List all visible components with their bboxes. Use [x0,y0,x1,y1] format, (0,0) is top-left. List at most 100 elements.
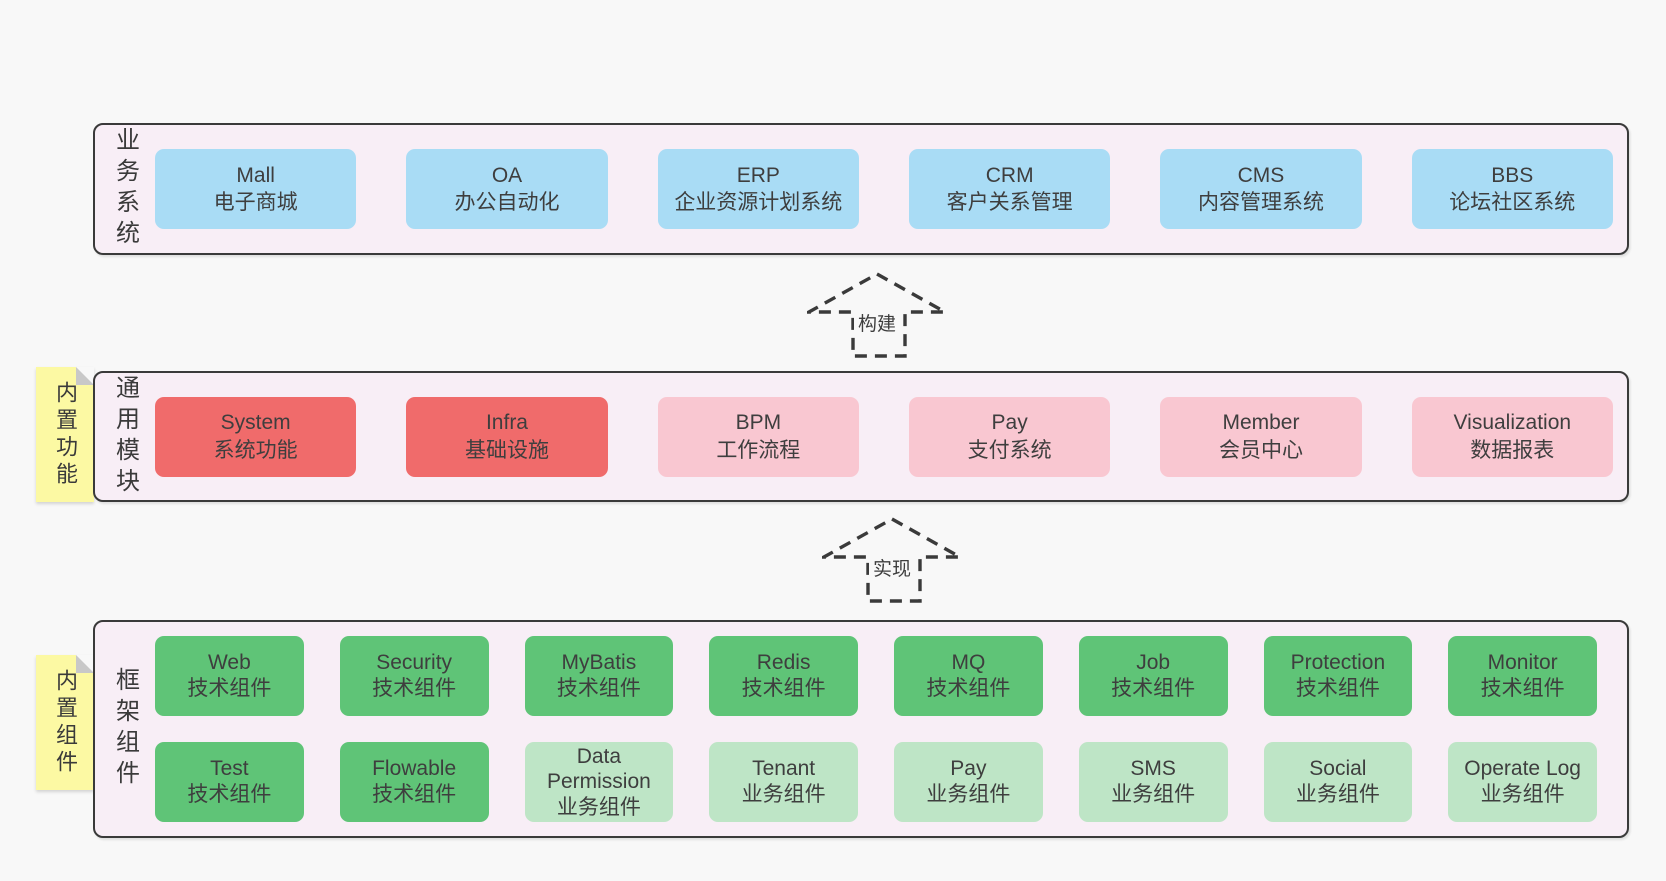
box-title: Security [376,651,453,675]
box-title: Web [207,651,251,675]
implement-arrow: 实现 [822,516,962,604]
box-subtitle: 技术组件 [372,677,457,700]
box-title: Flowable [372,757,457,781]
up-arrow-outline [822,517,962,603]
box-subtitle: 技术组件 [187,677,272,700]
box-title: Member [1222,411,1300,435]
box-subtitle: 客户关系管理 [946,191,1073,214]
module-box-mall: Mall 电子商城 [155,149,357,229]
box-subtitle: 办公自动化 [454,191,560,214]
band-label: 框架组件 [111,667,139,791]
module-box-member: Member 会员中心 [1160,396,1362,477]
box-subtitle: 技术组件 [372,783,457,806]
arrow-label-backdrop [869,552,915,582]
box-title: CMS [1237,163,1285,187]
box-subtitle: 技术组件 [926,677,1011,700]
box-title: BBS [1491,163,1534,187]
box-subtitle: 系统功能 [213,438,298,462]
box-title: Redis [756,651,811,675]
arrow-label: 实现 [873,558,911,580]
build-arrow: 构建 [807,271,947,359]
band-label: 通用模块 [111,374,139,499]
box-title: SMS [1130,757,1176,781]
module-box-infra: Infra 基础设施 [406,396,608,477]
module-box-cms: CMS 内容管理系统 [1160,149,1362,229]
arrow-label-backdrop [854,307,900,337]
up-arrow-shape: 构建 [807,272,947,358]
module-box-oa: OA 办公自动化 [406,149,608,229]
module-box-system: System 系统功能 [155,396,357,477]
box-title: System [220,411,291,435]
box-title: Job [1136,651,1171,675]
box-subtitle: 技术组件 [187,783,272,806]
box-subtitle: 技术组件 [1295,677,1380,700]
box-title: BPM [735,411,782,435]
box-subtitle: 论坛社区系统 [1449,191,1576,214]
band-business-systems: 业务系统 Mall 电子商城 OA 办公自动化 ERP 企业资源计划系统 CRM 客户关系管理… [93,123,1629,255]
box-subtitle: 基础设施 [464,438,549,462]
box-title: OA [491,163,523,187]
box-title: Visualization [1453,411,1572,435]
box-title: Mall [236,163,275,187]
box-subtitle: 内容管理系统 [1197,191,1324,214]
module-box-bbs: BBS 论坛社区系统 [1411,149,1613,229]
arrow-label: 构建 [858,313,896,335]
box-subtitle: 工作流程 [716,438,801,462]
box-title: MyBatis [561,651,637,675]
module-box-bpm: BPM 工作流程 [657,396,859,477]
box-subtitle: 技术组件 [1111,677,1196,700]
module-row: Mall 电子商城 OA 办公自动化 ERP 企业资源计划系统 CRM 客户关系管理 CMS 内容… [155,149,1613,229]
box-title: CRM [985,163,1034,187]
up-arrow-shape: 实现 [822,517,962,603]
box-subtitle: 业务组件 [926,783,1011,806]
band-label: 业务系统 [111,127,139,251]
box-subtitle: 技术组件 [1480,677,1565,700]
box-title: Pay [991,411,1028,435]
box-subtitle: 业务组件 [1480,783,1565,806]
box-subtitle: 业务组件 [556,795,641,819]
box-subtitle: 企业资源计划系统 [674,191,843,214]
box-subtitle: 业务组件 [1295,783,1380,806]
box-subtitle: 会员中心 [1218,438,1303,462]
sticky-note-label: 内置功能 [53,380,78,489]
box-title: Protection [1290,651,1386,675]
module-box-crm: CRM 客户关系管理 [908,149,1111,229]
box-title: Infra [485,411,528,435]
box-subtitle: 电子商城 [213,191,298,214]
box-subtitle: 技术组件 [741,677,826,700]
sticky-note-built-in-components: 内置组件 [36,655,94,790]
module-box-erp: ERP 企业资源计划系统 [657,149,859,229]
box-title: Social [1309,757,1367,781]
box-title: MQ [951,651,986,675]
box-title: ERP [736,163,780,187]
sticky-note-built-in-features: 内置功能 [36,367,94,502]
box-subtitle: 技术组件 [556,677,641,700]
box-title: Test [210,757,249,781]
box-title: Operate Log [1464,757,1581,781]
